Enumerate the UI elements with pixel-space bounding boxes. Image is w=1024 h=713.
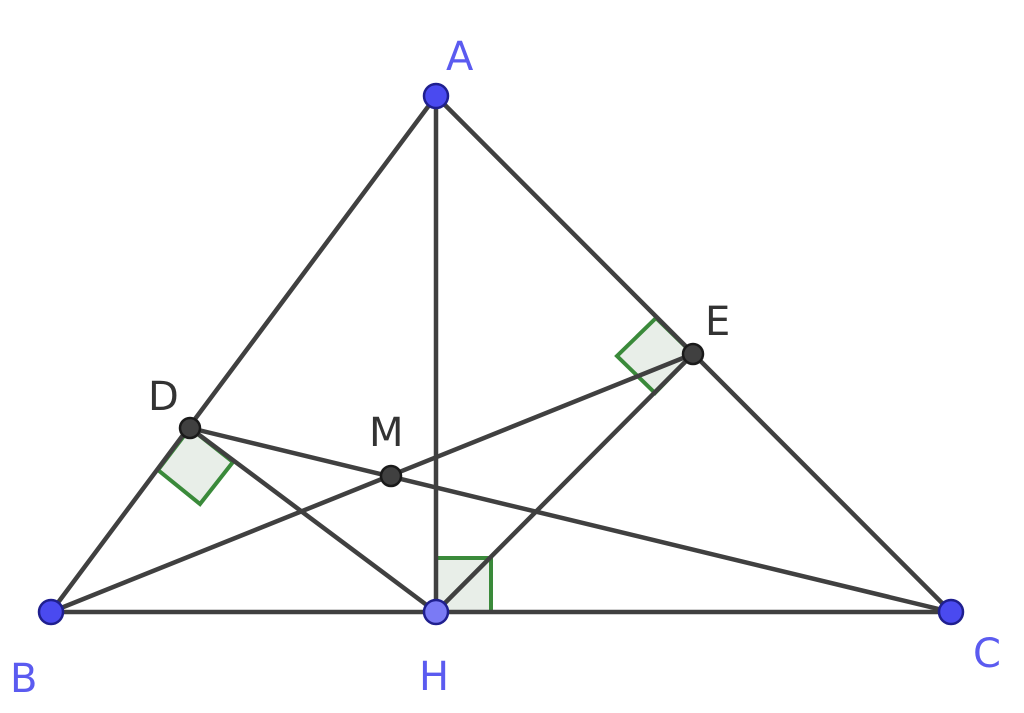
point-e xyxy=(681,342,705,366)
segment-dc xyxy=(187,425,954,615)
point-d xyxy=(178,416,202,440)
segment-he xyxy=(433,351,696,615)
label-h: H xyxy=(419,654,449,700)
label-d: D xyxy=(148,374,179,420)
label-c: C xyxy=(973,631,1001,677)
point-m xyxy=(379,464,403,488)
label-e: E xyxy=(705,299,730,345)
label-m: M xyxy=(369,410,404,456)
point-a[interactable] xyxy=(422,82,450,110)
point-h[interactable] xyxy=(422,598,450,626)
segment-ab xyxy=(48,93,439,615)
point-b[interactable] xyxy=(37,598,65,626)
right-angle-marker-d xyxy=(155,425,236,507)
segment-be xyxy=(48,351,696,615)
label-b: B xyxy=(10,656,37,702)
label-a: A xyxy=(446,34,474,80)
point-c[interactable] xyxy=(937,598,965,626)
segment-hd xyxy=(187,425,439,615)
